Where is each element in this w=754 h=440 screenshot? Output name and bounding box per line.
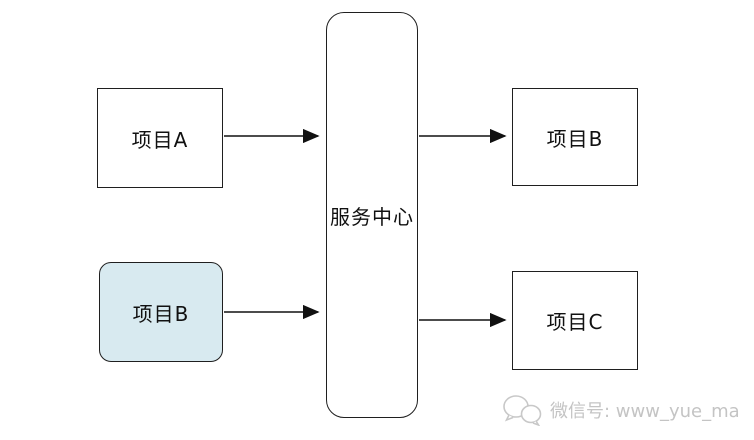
node-project-c-right: 项目C: [512, 271, 638, 370]
wechat-icon: [502, 394, 542, 426]
node-label: 项目C: [546, 310, 604, 334]
node-label: 项目B: [132, 301, 190, 326]
node-label: 项目B: [546, 126, 604, 151]
watermark: 微信号: www_yue_ma: [502, 394, 740, 426]
node-project-b-left-highlighted: 项目B: [99, 262, 223, 362]
node-project-b-right: 项目B: [512, 88, 638, 186]
node-label: 项目A: [131, 127, 189, 152]
watermark-text: 微信号: www_yue_ma: [550, 401, 740, 422]
node-project-a-left: 项目A: [97, 88, 223, 188]
node-label: 服务中心: [330, 204, 414, 229]
node-service-center: 服务中心: [326, 12, 418, 418]
